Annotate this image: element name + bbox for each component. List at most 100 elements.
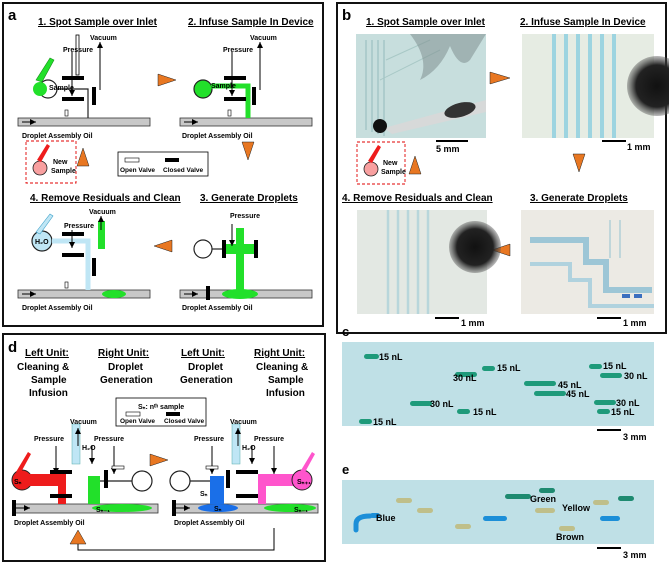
- b1-scale-label: 5 mm: [436, 144, 460, 154]
- e-droplet-image: [342, 480, 654, 544]
- a2-pressure-label: Pressure: [223, 47, 253, 54]
- c-droplet: [589, 364, 602, 369]
- panel-d: d Left Unit: Cleaning & Sample Infusion …: [2, 333, 326, 562]
- e-droplet: [505, 494, 531, 499]
- e-droplet-blue-curve: [353, 513, 373, 533]
- a4-vacuum-label: Vacuum: [89, 209, 116, 216]
- a-arrow-4-1: [76, 147, 90, 167]
- d2-pressure-label-right: Pressure: [254, 436, 284, 443]
- a1-sample-label: Sample: [49, 85, 74, 92]
- panel-b-letter: b: [342, 7, 351, 24]
- d-left-unit2-2: Generation: [180, 375, 233, 386]
- d-left-unit-3: Infusion: [29, 388, 68, 399]
- c-droplet: [457, 409, 470, 414]
- b-sample-label: Sample: [381, 169, 406, 176]
- e-droplet: [417, 508, 433, 513]
- d-return-line: [77, 528, 275, 551]
- c-label-7: 45 nL: [566, 389, 590, 399]
- b-new-label: New: [383, 160, 398, 167]
- a1-pressure-label: Pressure: [63, 47, 93, 54]
- panel-b-border: [336, 2, 667, 334]
- a4-pressure-label: Pressure: [64, 223, 94, 230]
- d-left-unit-1: Cleaning &: [17, 362, 69, 373]
- c-droplet: [597, 409, 610, 414]
- c-label-5: 30 nL: [624, 371, 648, 381]
- a2-oil-label: Droplet Assembly Oil: [182, 133, 253, 140]
- c-label-6: 45 nL: [558, 380, 582, 390]
- panel-e-letter: e: [342, 462, 349, 477]
- d-legend-open: Open Valve: [120, 418, 155, 425]
- b-step2-title: 2. Infuse Sample In Device: [520, 17, 646, 28]
- b-step4-title: 4. Remove Residuals and Clean: [342, 193, 493, 204]
- e-yellow-label: Yellow: [562, 503, 591, 513]
- a4-oil-label: Droplet Assembly Oil: [22, 305, 93, 312]
- a-step4-title: 4. Remove Residuals and Clean: [30, 193, 181, 204]
- a3-oil-label: Droplet Assembly Oil: [182, 305, 253, 312]
- e-droplet: [600, 516, 620, 521]
- e-droplet: [455, 524, 471, 529]
- b-arrow-2-3: [572, 153, 586, 173]
- d-right-unit-title: Right Unit:: [98, 348, 149, 359]
- d2-sn-label-upper: Sₙ: [200, 491, 208, 498]
- d-left-unit-2: Sample: [31, 375, 67, 386]
- d2-sn1-label: Sₙ₋₁: [294, 507, 308, 514]
- d-right-unit2-2: Sample: [268, 375, 304, 386]
- c-scale-label: 3 mm: [623, 432, 647, 442]
- a-arrow-2-3: [241, 141, 255, 161]
- b-new-sample-box: [356, 141, 406, 185]
- a-sample-label: Sample: [51, 168, 76, 175]
- a-unit4-schematic: [17, 213, 151, 299]
- e-green-label: Green: [530, 494, 556, 504]
- d1-sn-label: Sₙ: [14, 479, 22, 486]
- a-unit2-schematic: [179, 42, 313, 127]
- a-arrow-3-4: [153, 239, 173, 253]
- b4-scale-label: 1 mm: [461, 318, 485, 328]
- b-step1-title: 1. Spot Sample over Inlet: [366, 17, 486, 28]
- panel-a-border: [2, 2, 324, 327]
- d2-vacuum-label: Vacuum: [230, 419, 257, 426]
- d-right-unit2-1: Cleaning &: [256, 362, 308, 373]
- c-droplet: [410, 401, 432, 406]
- d-arrow-forward: [149, 453, 169, 467]
- c-droplet: [600, 373, 622, 378]
- a-legend-closed: Closed Valve: [163, 167, 203, 174]
- d-legend-title: Sₙ: nᵗʰ sample: [138, 404, 184, 411]
- a-step2-title: 2. Infuse Sample In Device: [188, 17, 314, 28]
- a3-pressure-label: Pressure: [230, 213, 260, 220]
- c-droplet: [524, 381, 556, 386]
- c-droplet: [594, 400, 616, 405]
- e-droplet: [593, 500, 609, 505]
- a-valve-legend: [117, 151, 209, 177]
- c-droplet: [359, 419, 372, 424]
- e-droplet: [618, 496, 634, 501]
- e-droplet: [483, 516, 507, 521]
- d-left-unit2-1: Droplet: [188, 362, 224, 373]
- c-droplet: [455, 372, 477, 377]
- c-label-1: 15 nL: [379, 352, 403, 362]
- e-droplet: [539, 488, 555, 493]
- panel-a: a 1. Spot Sample over Inlet 2. Infuse Sa…: [2, 2, 324, 327]
- d-right-unit2-3: Infusion: [266, 388, 305, 399]
- panel-c: c 15 nL 15 nL 30 nL 15 nL 30 nL 45 nL 45…: [342, 324, 654, 442]
- panel-d-border: [2, 333, 326, 562]
- d-right-unit-1: Droplet: [108, 362, 144, 373]
- d-right-unit2-title: Right Unit:: [254, 348, 305, 359]
- d1-pressure-label-left: Pressure: [34, 436, 64, 443]
- d1-vacuum-label: Vacuum: [70, 419, 97, 426]
- c-label-2: 15 nL: [497, 363, 521, 373]
- b-micrograph-1: [356, 34, 486, 138]
- b-micrograph-3: [521, 210, 654, 314]
- c-label-9: 30 nL: [616, 398, 640, 408]
- a-step3-title: 3. Generate Droplets: [200, 193, 298, 204]
- b-micrograph-4: [357, 210, 501, 314]
- d2-snp1-label: Sₙ₊₁: [297, 479, 311, 486]
- c-droplet: [482, 366, 495, 371]
- e-droplet: [535, 508, 555, 513]
- a-unit3-schematic: [179, 224, 313, 300]
- e-droplet: [396, 498, 412, 503]
- d2-sn-label-lower: Sₙ: [214, 506, 222, 513]
- d2-h2o-label: H₂O: [242, 445, 256, 452]
- a-step1-title: 1. Spot Sample over Inlet: [38, 17, 158, 28]
- a2-vacuum-label: Vacuum: [250, 35, 277, 42]
- b2-scale-label: 1 mm: [627, 142, 651, 152]
